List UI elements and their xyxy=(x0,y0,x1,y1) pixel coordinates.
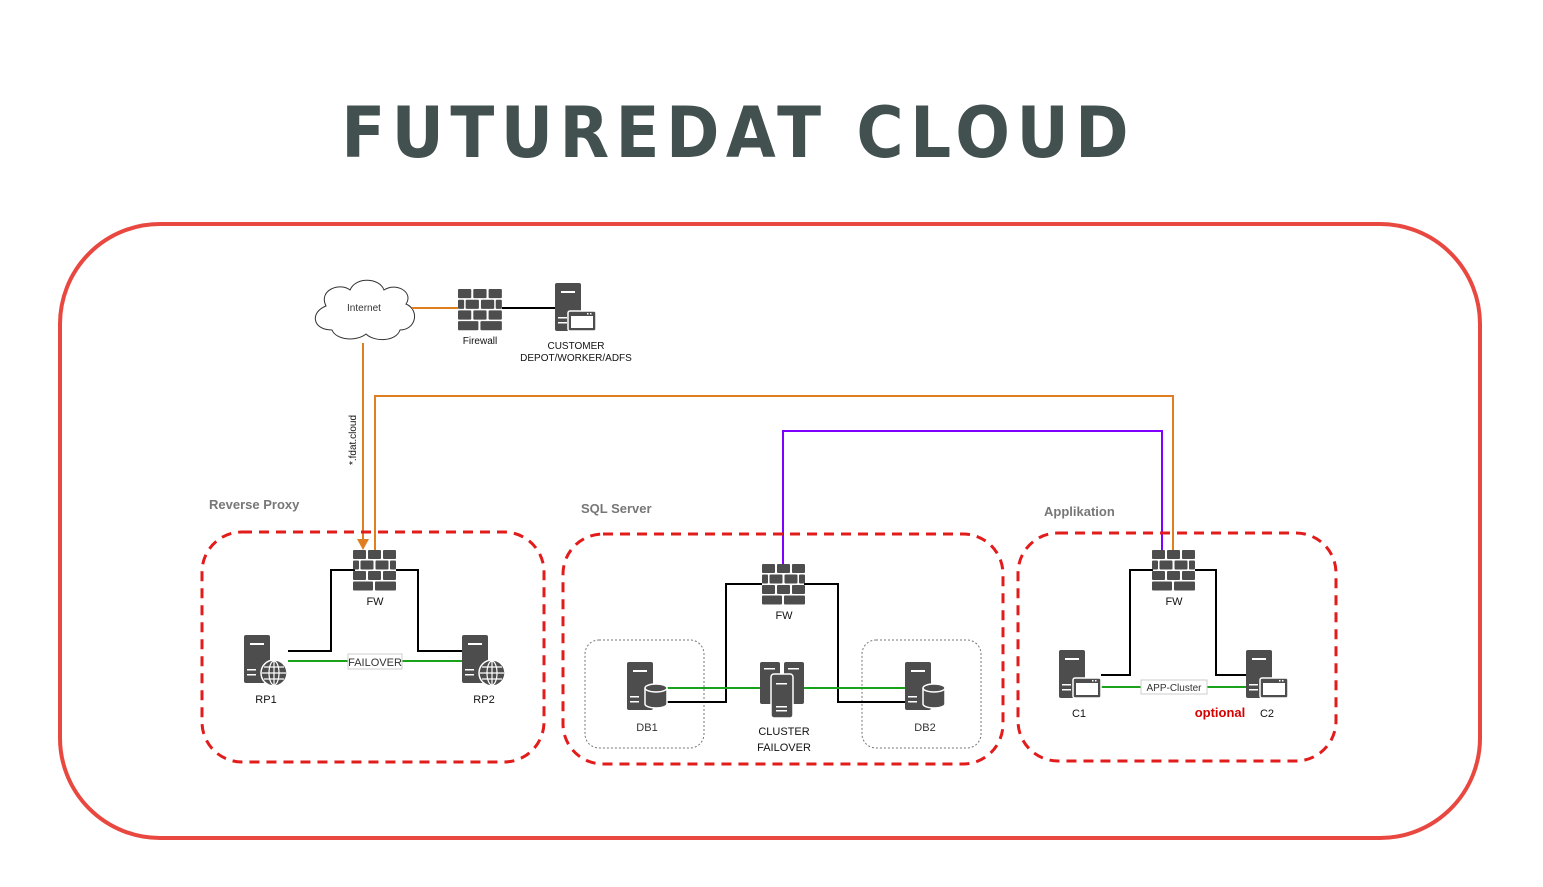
rp1-label: RP1 xyxy=(255,694,276,706)
zone-reverse-proxy xyxy=(200,530,546,764)
link-rp-fw-rp1 xyxy=(288,569,355,652)
firewall-label: Firewall xyxy=(463,336,497,347)
zone-title-sql-server: SQL Server xyxy=(581,501,652,516)
customer-label-line1: CUSTOMER xyxy=(547,341,604,352)
c2-label: C2 xyxy=(1260,708,1274,720)
link-sql-fw-db1 xyxy=(665,583,762,703)
zone-applikation xyxy=(1016,531,1338,763)
rp-fw-label: FW xyxy=(366,596,384,608)
rp2-server-icon xyxy=(462,635,506,687)
c1-server-icon xyxy=(1059,650,1102,699)
cluster-label-line1: CLUSTER xyxy=(758,726,809,738)
rp1-server-icon xyxy=(244,635,288,687)
link-app-fw-c1 xyxy=(1101,569,1153,676)
failover-label-box xyxy=(347,653,403,670)
cluster-label-line2: FAILOVER xyxy=(757,742,811,754)
internet-cloud-icon xyxy=(315,279,415,340)
rp-firewall-icon xyxy=(353,550,396,591)
db2-group xyxy=(861,639,982,749)
zone-title-applikation: Applikation xyxy=(1044,504,1115,519)
link-sql-fw-db2 xyxy=(804,583,905,703)
rp2-label: RP2 xyxy=(473,694,494,706)
customer-label-line2: DEPOT/WORKER/ADFS xyxy=(520,353,632,364)
link-rp-fw-rp2 xyxy=(396,569,463,652)
c2-server-icon xyxy=(1246,650,1289,699)
sql-firewall-icon xyxy=(762,564,805,605)
arrow-head-icon xyxy=(357,539,369,550)
firewall-icon xyxy=(458,289,502,331)
cluster-servers-icon xyxy=(760,662,804,719)
sql-fw-label: FW xyxy=(775,610,793,622)
c1-label: C1 xyxy=(1072,708,1086,720)
db1-server-icon xyxy=(627,662,668,710)
db1-group xyxy=(584,639,705,749)
dns-label: *.fdat.cloud xyxy=(348,415,359,465)
link-rp-app-firewall xyxy=(374,395,1174,551)
db2-server-icon xyxy=(905,662,946,710)
failover-label: FAILOVER xyxy=(348,657,402,669)
db2-label: DB2 xyxy=(914,722,935,734)
app-fw-label: FW xyxy=(1165,596,1183,608)
zone-title-reverse-proxy: Reverse Proxy xyxy=(209,497,300,512)
customer-server-icon xyxy=(555,283,597,332)
internet-label: Internet xyxy=(347,303,381,314)
zone-sql-server xyxy=(561,532,1005,766)
page-title: FUTUREDAT CLOUD xyxy=(341,92,1136,174)
db1-label: DB1 xyxy=(636,722,657,734)
app-firewall-icon xyxy=(1152,550,1195,591)
link-sql-app-firewall xyxy=(782,430,1163,565)
cloud-boundary xyxy=(58,222,1482,840)
app-cluster-label: APP-Cluster xyxy=(1146,683,1202,694)
app-cluster-label-box xyxy=(1140,679,1208,695)
link-app-fw-c2 xyxy=(1195,569,1247,676)
optional-label: optional xyxy=(1195,705,1246,720)
